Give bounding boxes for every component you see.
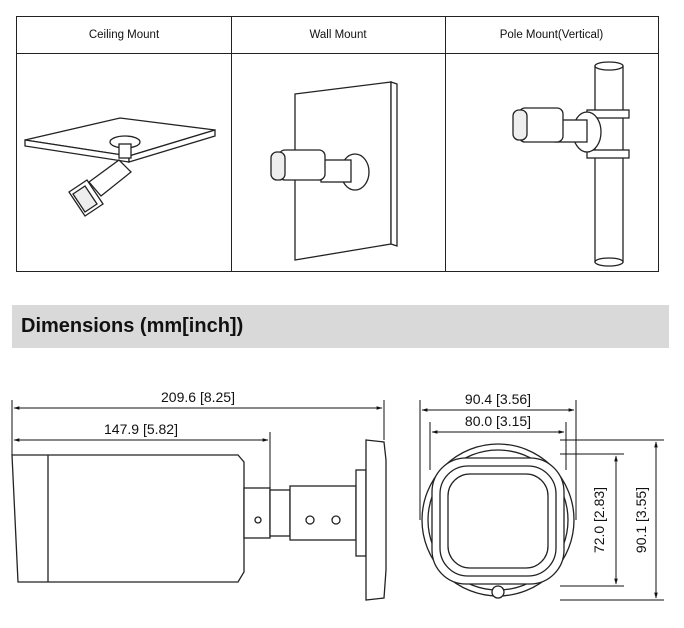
pole-mount-header: Pole Mount(Vertical) [499,29,604,41]
body-length-label: 147.9 [5.82] [104,421,178,437]
dimension-drawings: 209.6 [8.25] 147.9 [5.82] 90.4 [3.56] 80… [11,389,664,601]
column-divider [231,17,232,271]
ceiling-mount-illustration [24,117,216,217]
column-divider [445,17,446,271]
front-width-outer-label: 90.4 [3.56] [465,391,531,407]
front-height-inner-label: 72.0 [2.83] [591,487,607,553]
wall-mount-header: Wall Mount [309,29,367,41]
overall-length-label: 209.6 [8.25] [161,389,235,405]
front-width-inner-label: 80.0 [3.15] [465,413,531,429]
section-header: Dimensions (mm[inch]) [12,305,669,348]
header-divider [17,53,658,54]
front-height-outer-label: 90.1 [3.55] [633,487,649,553]
mount-options-table: Ceiling Mount Wall Mount Pole Mount(Vert… [16,16,659,272]
front-view-drawing [421,443,575,599]
side-view-drawing [11,439,387,601]
section-title: Dimensions (mm[inch]) [21,315,244,337]
wall-mount-illustration [270,81,398,261]
pole-mount-illustration [512,61,630,267]
ceiling-mount-header: Ceiling Mount [88,29,160,41]
